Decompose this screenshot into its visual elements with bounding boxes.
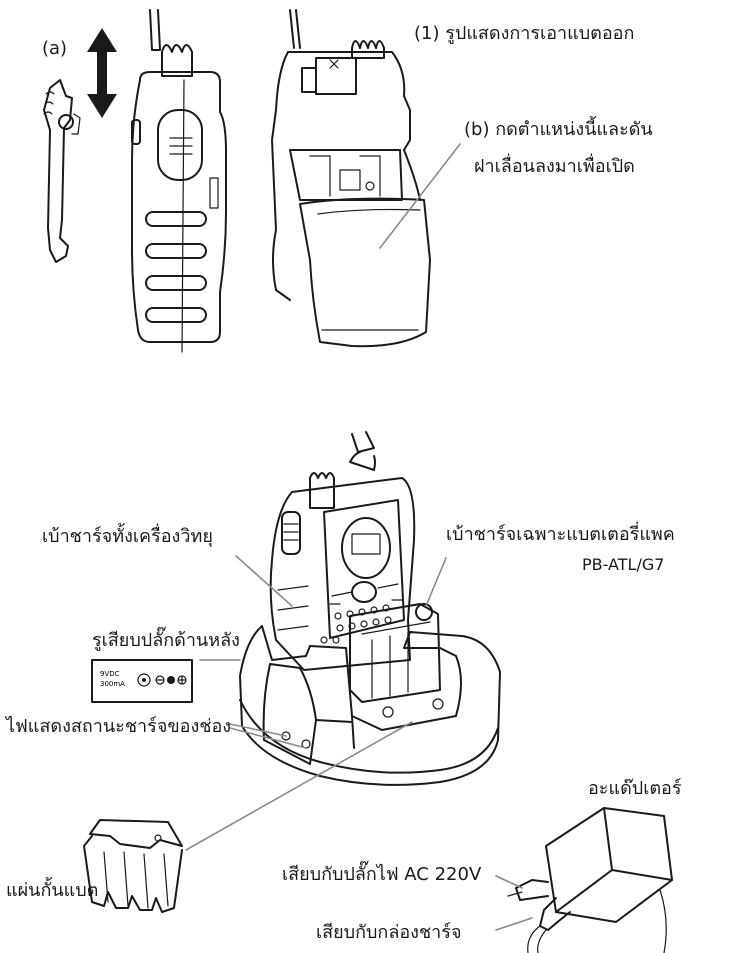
leader-lines [185,555,533,931]
label-a: (a) [42,38,68,59]
leader-b [379,143,461,249]
jack-plate-line2: 300mA [100,680,125,688]
label-ac-plug: เสียบกับปลั๊กไฟ AC 220V [282,864,482,885]
charger-base-icon [239,431,501,786]
ac-adapter-icon [507,807,673,953]
label-adapter: อะแด๊ปเตอร์ [588,778,682,799]
radio-back-icon [271,9,431,348]
label-fig1: (1) รูปแสดงการเอาแบตออก [414,23,635,44]
label-to-charger: เสียบกับกล่องชาร์จ [316,922,462,943]
dc-jack-icon: 9VDC 300mA [91,659,193,703]
jack-plate-line1: 9VDC [100,670,120,678]
radio-side-icon [131,9,227,353]
label-battery-model: PB-ATL/G7 [582,555,665,574]
up-down-arrow-icon [87,28,117,118]
battery-spacer-icon [83,819,183,913]
label-status-led: ไฟแสดงสถานะชาร์จของช่อง [6,716,232,737]
label-whole-radio-charger: เบ้าชาร์จทั้งเครื่องวิทยุ [42,526,213,547]
belt-clip-icon [43,79,81,263]
label-b-line1: (b) กดตำแหน่งนี้และดัน [464,119,653,140]
label-spacer: แผ่นกั้นแบต [6,880,99,901]
label-b-line2: ฝาเลื่อนลงมาเพื่อเปิด [474,156,635,177]
label-rear-jack: รูเสียบปลั๊กด้านหลัง [92,630,240,651]
label-battery-pack-charger: เบ้าชาร์จเฉพาะแบตเตอรี่แพค [446,524,675,545]
